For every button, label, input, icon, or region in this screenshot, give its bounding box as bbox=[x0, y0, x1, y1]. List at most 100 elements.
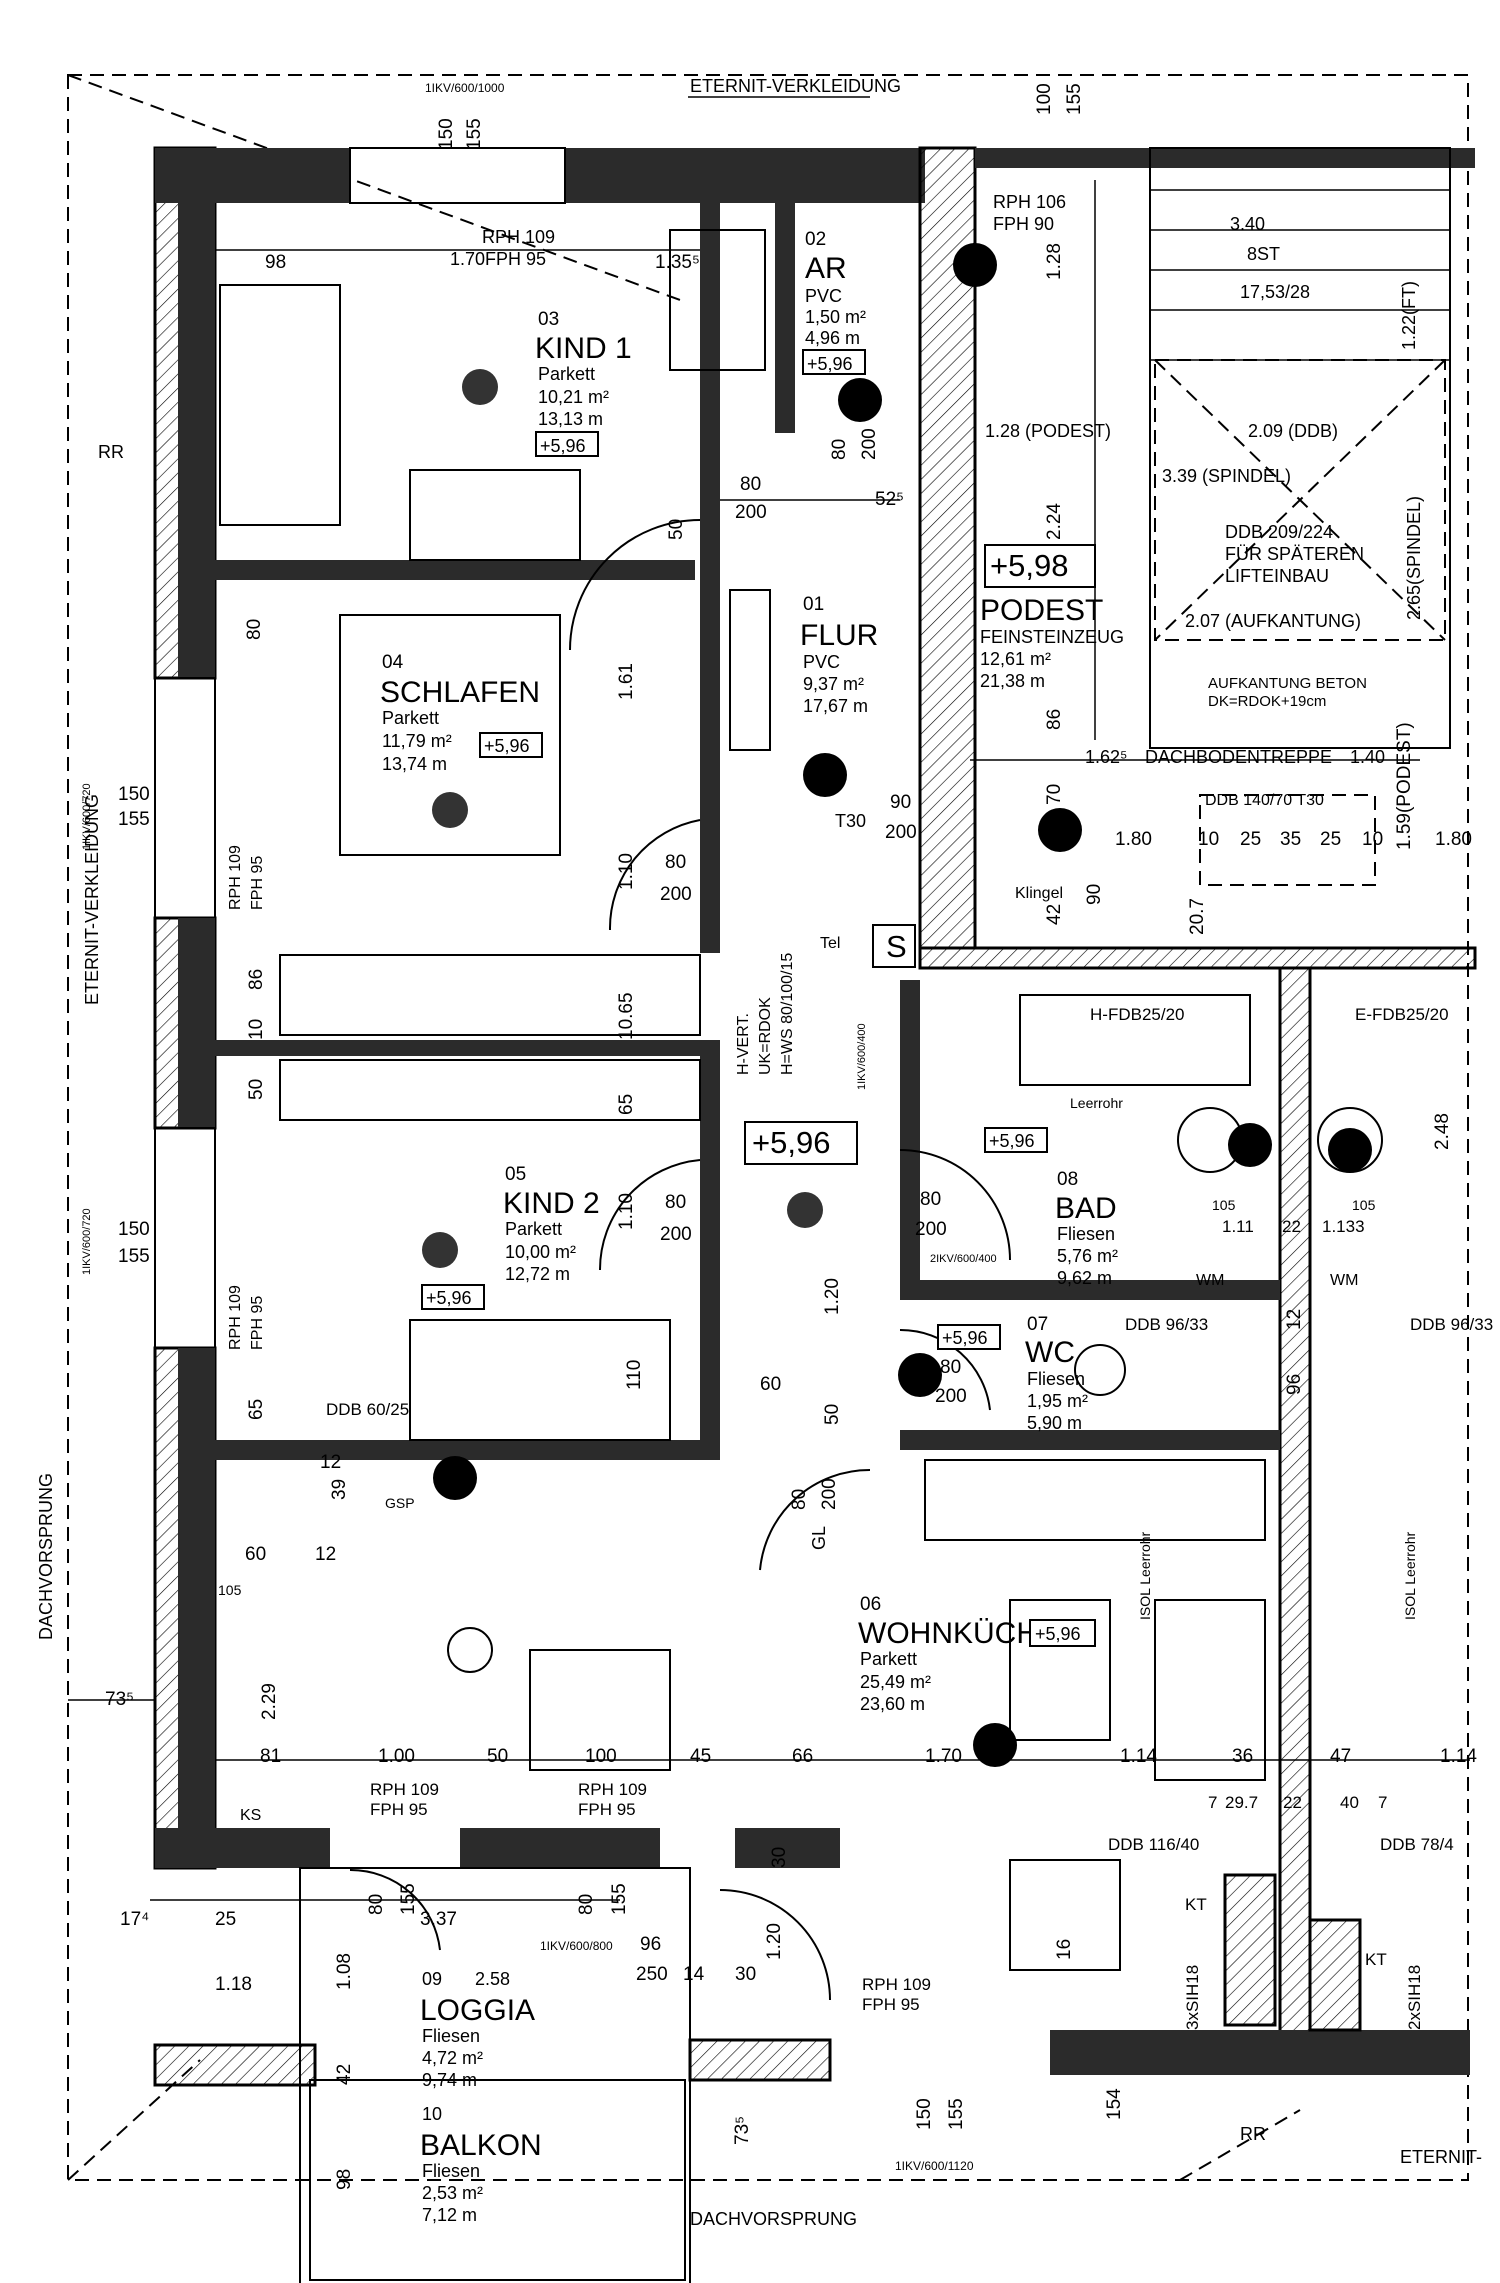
room-kind-1: 03 KIND 1 Parkett 10,21 m² 13,13 m +5,96 bbox=[535, 309, 632, 457]
svg-text:05: 05 bbox=[505, 1164, 526, 1185]
svg-text:1.80: 1.80 bbox=[1115, 829, 1152, 850]
svg-text:4,96 m: 4,96 m bbox=[805, 328, 860, 348]
svg-text:PVC: PVC bbox=[803, 652, 840, 672]
svg-text:86: 86 bbox=[1044, 709, 1065, 730]
svg-text:+5,96: +5,96 bbox=[752, 1125, 830, 1160]
svg-text:50: 50 bbox=[822, 1404, 843, 1425]
svg-text:7: 7 bbox=[1208, 1793, 1217, 1812]
svg-text:DDB 78/4: DDB 78/4 bbox=[1380, 1835, 1454, 1854]
svg-text:1IKV/600/720: 1IKV/600/720 bbox=[81, 783, 93, 850]
svg-text:155: 155 bbox=[118, 809, 150, 830]
svg-text:200: 200 bbox=[660, 884, 692, 905]
balkon-outline bbox=[309, 2079, 686, 2281]
svg-text:155: 155 bbox=[946, 2098, 967, 2130]
svg-text:9,37 m²: 9,37 m² bbox=[803, 674, 864, 694]
svg-text:DACHBODENTREPPE: DACHBODENTREPPE bbox=[1145, 747, 1332, 767]
svg-text:80: 80 bbox=[940, 1357, 961, 1378]
svg-text:1.133: 1.133 bbox=[1322, 1217, 1365, 1236]
svg-text:10,00 m²: 10,00 m² bbox=[505, 1242, 576, 1262]
svg-text:1.28 (PODEST): 1.28 (PODEST) bbox=[985, 421, 1111, 441]
svg-text:1.18: 1.18 bbox=[215, 1974, 252, 1995]
svg-text:2.29: 2.29 bbox=[259, 1683, 280, 1720]
svg-text:1.22(FT): 1.22(FT) bbox=[1399, 281, 1419, 350]
svg-text:1IKV/600/1000: 1IKV/600/1000 bbox=[425, 81, 505, 95]
svg-text:2xSIH18: 2xSIH18 bbox=[1405, 1965, 1424, 2030]
svg-text:2.09 (DDB): 2.09 (DDB) bbox=[1248, 421, 1338, 441]
svg-text:50: 50 bbox=[666, 519, 687, 540]
svg-text:11,79 m²: 11,79 m² bbox=[382, 731, 452, 751]
svg-text:H-VERT.: H-VERT. bbox=[735, 1013, 752, 1075]
svg-text:39: 39 bbox=[329, 1479, 350, 1500]
svg-text:80: 80 bbox=[920, 1189, 941, 1210]
svg-text:BALKON: BALKON bbox=[420, 2129, 542, 2162]
svg-text:1.70FPH 95: 1.70FPH 95 bbox=[450, 249, 546, 269]
svg-text:+5,96: +5,96 bbox=[426, 1288, 472, 1308]
svg-text:DDB 116/40: DDB 116/40 bbox=[1108, 1835, 1199, 1854]
svg-text:86: 86 bbox=[246, 969, 267, 990]
svg-text:90: 90 bbox=[1084, 884, 1105, 905]
svg-text:1.14: 1.14 bbox=[1120, 1746, 1157, 1767]
svg-text:RPH 109: RPH 109 bbox=[227, 845, 244, 910]
svg-text:80: 80 bbox=[789, 1489, 810, 1510]
svg-text:200: 200 bbox=[885, 822, 917, 843]
svg-text:1.62⁵: 1.62⁵ bbox=[1085, 747, 1128, 767]
svg-text:12,61 m²: 12,61 m² bbox=[980, 649, 1051, 669]
svg-text:60: 60 bbox=[760, 1374, 781, 1395]
svg-text:66: 66 bbox=[792, 1746, 813, 1767]
svg-text:13,13 m: 13,13 m bbox=[538, 409, 603, 429]
svg-text:98: 98 bbox=[334, 2169, 355, 2190]
svg-text:3.39 (SPINDEL): 3.39 (SPINDEL) bbox=[1162, 466, 1291, 486]
svg-text:H-FDB25/20: H-FDB25/20 bbox=[1090, 1005, 1184, 1024]
room-bad: +5,96 08 BAD Fliesen 5,76 m² 9,62 m bbox=[984, 1127, 1118, 1288]
svg-text:04: 04 bbox=[382, 652, 404, 673]
svg-text:3xSIH18: 3xSIH18 bbox=[1183, 1965, 1202, 2030]
svg-text:105: 105 bbox=[218, 1582, 242, 1598]
svg-text:DDB 60/25: DDB 60/25 bbox=[326, 1400, 409, 1419]
svg-text:KT: KT bbox=[1365, 1950, 1387, 1969]
svg-text:1.20: 1.20 bbox=[822, 1278, 843, 1315]
svg-text:14: 14 bbox=[683, 1964, 705, 1985]
svg-text:50: 50 bbox=[246, 1079, 267, 1100]
svg-text:1.14: 1.14 bbox=[1440, 1746, 1477, 1767]
svg-text:1.10: 1.10 bbox=[616, 1193, 637, 1230]
eternit-top-label: ETERNIT-VERKLEIDUNG bbox=[690, 76, 901, 96]
svg-text:02: 02 bbox=[805, 229, 826, 250]
svg-text:09: 09 bbox=[422, 1969, 442, 1989]
svg-text:22: 22 bbox=[1283, 1793, 1302, 1812]
svg-text:105: 105 bbox=[1352, 1197, 1376, 1213]
svg-text:155: 155 bbox=[464, 118, 485, 150]
svg-text:30: 30 bbox=[735, 1964, 756, 1985]
svg-text:SCHLAFEN: SCHLAFEN bbox=[380, 676, 540, 709]
svg-text:22: 22 bbox=[1282, 1217, 1301, 1236]
svg-text:7,12 m: 7,12 m bbox=[422, 2205, 477, 2225]
eternit-br-label: ETERNIT- bbox=[1400, 2147, 1482, 2167]
svg-text:RPH 109: RPH 109 bbox=[370, 1780, 439, 1799]
svg-text:1IKV/600/1120: 1IKV/600/1120 bbox=[895, 2159, 974, 2173]
svg-text:23,60 m: 23,60 m bbox=[860, 1694, 925, 1714]
svg-text:RPH 109: RPH 109 bbox=[578, 1780, 647, 1799]
svg-text:06: 06 bbox=[860, 1594, 881, 1615]
svg-text:35: 35 bbox=[1280, 829, 1301, 850]
svg-text:Parkett: Parkett bbox=[382, 708, 439, 728]
svg-text:+5,96: +5,96 bbox=[484, 736, 530, 756]
svg-text:Parkett: Parkett bbox=[538, 364, 595, 384]
svg-text:PODEST: PODEST bbox=[980, 594, 1103, 627]
svg-text:01: 01 bbox=[803, 594, 824, 615]
svg-text:FPH 95: FPH 95 bbox=[578, 1800, 636, 1819]
svg-text:Tel: Tel bbox=[820, 935, 840, 952]
svg-text:Fliesen: Fliesen bbox=[422, 2026, 480, 2046]
svg-text:1.10: 1.10 bbox=[616, 853, 637, 890]
svg-text:5,76 m²: 5,76 m² bbox=[1057, 1246, 1118, 1266]
svg-text:1.59(PODEST): 1.59(PODEST) bbox=[1394, 722, 1415, 850]
svg-text:1IKV/600/400: 1IKV/600/400 bbox=[856, 1023, 868, 1090]
svg-text:LIFTEINBAU: LIFTEINBAU bbox=[1225, 566, 1329, 586]
svg-text:50: 50 bbox=[487, 1746, 508, 1767]
svg-text:FPH 95: FPH 95 bbox=[370, 1800, 428, 1819]
svg-text:1.80: 1.80 bbox=[1435, 829, 1472, 850]
svg-text:1.11: 1.11 bbox=[1222, 1217, 1254, 1236]
ceiling-lights bbox=[422, 369, 823, 1673]
svg-text:96: 96 bbox=[1284, 1374, 1305, 1395]
svg-text:UK=RDOK: UK=RDOK bbox=[757, 997, 774, 1075]
svg-text:65: 65 bbox=[616, 1094, 637, 1115]
